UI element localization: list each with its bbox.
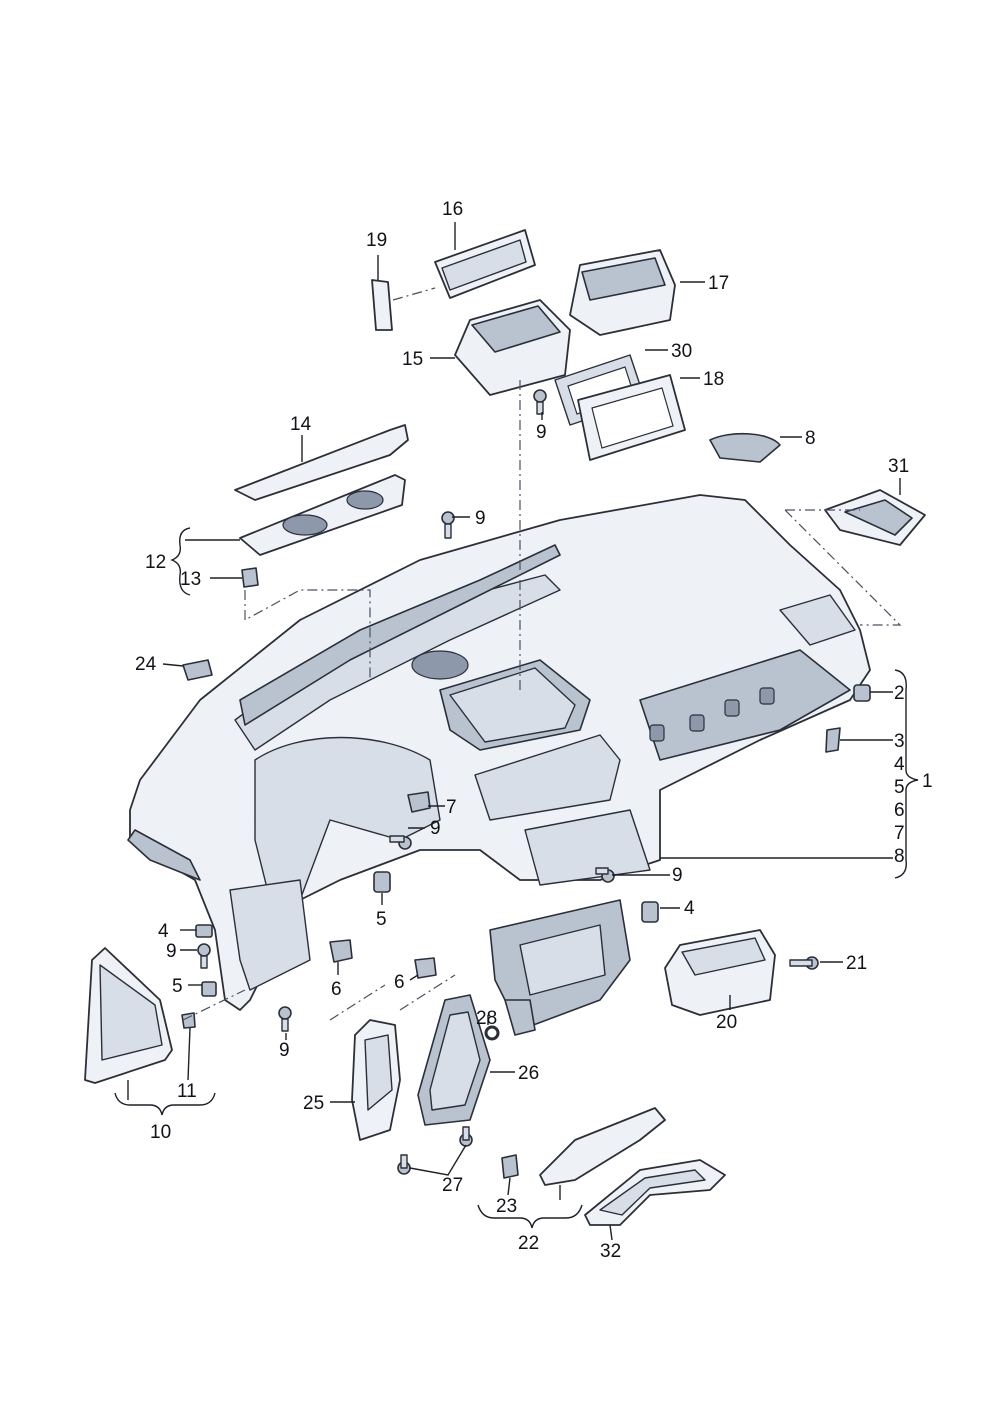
callout-6-right: 6 xyxy=(394,972,405,993)
screw-9-center xyxy=(595,867,615,883)
screw-9-top xyxy=(533,389,547,415)
part-16-cover xyxy=(434,229,536,299)
part-10-end-cap xyxy=(84,947,173,1084)
callout-4-center: 4 xyxy=(684,898,695,919)
screw-9-bottom xyxy=(278,1006,292,1032)
callout-9-bottom: 9 xyxy=(279,1040,290,1061)
callout-9-center: 9 xyxy=(672,865,683,886)
callout-30: 30 xyxy=(671,341,692,362)
washer-28 xyxy=(484,1025,500,1041)
screw-27-right xyxy=(459,1126,473,1147)
screw-21 xyxy=(789,956,819,970)
callout-8-list: 8 xyxy=(894,846,905,867)
callout-5-lower: 5 xyxy=(172,976,183,997)
callout-9-top: 9 xyxy=(536,422,547,443)
callout-7-list: 7 xyxy=(894,823,905,844)
callout-24: 24 xyxy=(135,654,157,675)
callout-3: 3 xyxy=(894,731,905,752)
clip-4-center xyxy=(641,901,659,923)
callout-19: 19 xyxy=(366,230,387,251)
part-26-mesh-duct xyxy=(417,994,491,1126)
callout-20: 20 xyxy=(716,1012,737,1033)
callout-6-list: 6 xyxy=(894,800,905,821)
callout-labels: 16 19 17 15 30 18 9 8 31 14 9 12 13 24 2… xyxy=(135,199,933,1262)
part-23-clip xyxy=(501,1154,519,1179)
clip-3 xyxy=(825,727,841,753)
callout-26: 26 xyxy=(518,1063,539,1084)
callout-10: 10 xyxy=(150,1122,171,1143)
part-24-clip xyxy=(182,659,213,681)
part-25-duct xyxy=(351,1019,401,1141)
callout-9-left: 9 xyxy=(430,818,441,839)
clip-5-lower xyxy=(201,981,217,997)
callout-9-dash: 9 xyxy=(475,508,486,529)
braces xyxy=(114,527,919,1229)
leader-lines xyxy=(127,222,901,1241)
callout-15: 15 xyxy=(402,349,423,370)
callout-1: 1 xyxy=(922,771,933,792)
callout-14: 14 xyxy=(290,414,312,435)
part-19-trim xyxy=(371,279,393,331)
part-20-module xyxy=(664,929,776,1016)
callout-9-lower-left: 9 xyxy=(166,941,177,962)
callout-23: 23 xyxy=(496,1196,517,1217)
bracket-6-left xyxy=(329,939,353,963)
part-8-vent-grille xyxy=(709,432,781,463)
callout-4-left: 4 xyxy=(158,921,169,942)
part-22-trim xyxy=(539,1107,666,1186)
clip-4-left xyxy=(195,924,213,938)
callout-13: 13 xyxy=(180,569,201,590)
assembly-lines xyxy=(182,287,902,1021)
screw-27-left xyxy=(397,1154,411,1175)
part-18-frame xyxy=(577,374,686,461)
part-13-clip xyxy=(241,567,259,588)
bracket-7 xyxy=(407,791,431,813)
callout-28: 28 xyxy=(476,1008,497,1029)
callout-27: 27 xyxy=(442,1175,463,1196)
callout-7: 7 xyxy=(446,797,457,818)
dashboard-panel xyxy=(127,494,871,1036)
part-31-vent xyxy=(824,489,926,546)
callout-2: 2 xyxy=(894,683,905,704)
clip-5-upper xyxy=(373,871,391,893)
callout-31: 31 xyxy=(888,456,909,477)
callout-32: 32 xyxy=(600,1241,621,1262)
callout-5-upper: 5 xyxy=(376,909,387,930)
callout-8-top: 8 xyxy=(805,428,816,449)
part-15-housing xyxy=(454,299,571,396)
bracket-6-right xyxy=(414,957,437,979)
callout-25: 25 xyxy=(303,1093,324,1114)
callout-18: 18 xyxy=(703,369,724,390)
callout-16: 16 xyxy=(442,199,463,220)
clip-2 xyxy=(853,684,871,702)
callout-11: 11 xyxy=(177,1081,197,1102)
part-12-trim-panel xyxy=(239,474,406,556)
part-11-clip xyxy=(181,1012,196,1029)
part-17-housing xyxy=(569,249,676,336)
callout-17: 17 xyxy=(708,273,729,294)
callout-22: 22 xyxy=(518,1233,539,1254)
part-32-column-shroud xyxy=(584,1159,726,1226)
screw-9-left xyxy=(389,835,412,850)
screw-9-dash xyxy=(441,511,455,539)
callout-4-list: 4 xyxy=(894,754,905,775)
screw-9-lower-left xyxy=(197,943,211,969)
callout-12: 12 xyxy=(145,552,166,573)
callout-21: 21 xyxy=(846,953,867,974)
callout-5-list: 5 xyxy=(894,777,905,798)
part-14-trim-strip xyxy=(234,424,409,501)
callout-6-left: 6 xyxy=(331,979,342,1000)
